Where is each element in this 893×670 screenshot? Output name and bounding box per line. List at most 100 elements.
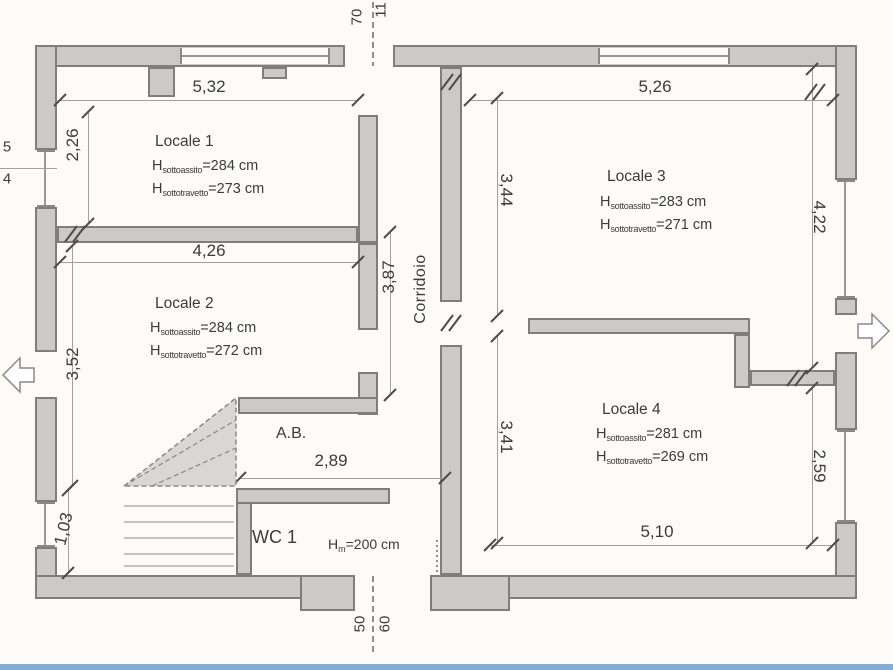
h-value: =284 cm (200, 320, 257, 336)
h-subscript: sottoassito (160, 327, 201, 337)
tick (61, 483, 75, 497)
wall-corridor-left-b (358, 243, 378, 330)
dim-locale3-corridor-height: 3,44 (497, 173, 516, 207)
room-height-sottotravetto-locale2: Hsottotravetto=272 cm (150, 343, 262, 360)
dim-line-locale3-width (470, 100, 833, 101)
dim-locale3-right-height: 4,22 (810, 200, 829, 234)
dim-locale4-right-height: 2,59 (810, 449, 829, 483)
room-height-sottotravetto-locale3: Hsottotravetto=271 cm (600, 217, 712, 234)
h-value: =284 cm (202, 158, 259, 174)
break-mark (786, 369, 800, 387)
dim-line-locale3-corridor (497, 98, 498, 316)
h-symbol: H (596, 426, 607, 442)
stairs-hatch (151, 447, 237, 487)
dim-line-locale2-width (60, 262, 358, 263)
h-subscript: sottoassito (162, 165, 203, 175)
wall-locale3-locale4-stub (734, 334, 750, 388)
dim-line-locale1-height (88, 112, 89, 224)
h-value: =269 cm (652, 449, 709, 465)
dimension-ticks (53, 62, 840, 580)
dim-locale2-height: 3,52 (63, 347, 82, 381)
window-top-left (180, 48, 330, 64)
tick (490, 329, 504, 343)
stairs-hatch (123, 419, 237, 487)
room-height-sottoassito-locale2: Hsottoassito=284 cm (150, 320, 256, 337)
break-mark (440, 314, 454, 332)
break-mark (72, 225, 86, 243)
scan-edge-line (0, 664, 893, 670)
dim-line-left-edge (0, 168, 57, 169)
room-height-sottoassito-locale4: Hsottoassito=281 cm (596, 426, 702, 443)
wall-pier-locale1 (148, 67, 175, 97)
break-mark (448, 314, 462, 332)
wall-right-1 (835, 45, 857, 180)
room-label-locale3: Locale 3 (607, 168, 666, 185)
window-left-upper (37, 150, 55, 207)
dim-locale4-corridor-height: 3,41 (497, 420, 516, 454)
tick (383, 388, 397, 402)
wall-corridor-right-b (440, 345, 462, 575)
tick (805, 381, 819, 395)
wall-bottom-deep-left (300, 575, 355, 611)
h-value: =271 cm (656, 217, 713, 233)
tick (805, 361, 819, 375)
tick (490, 309, 504, 323)
window-right-lower (837, 430, 855, 522)
tick (383, 225, 397, 239)
h-symbol: H (152, 181, 163, 197)
wall-ab-wc (236, 488, 390, 504)
stairs-flight-triangle (121, 396, 237, 487)
wall-right-3 (835, 352, 857, 430)
tick (53, 93, 67, 107)
break-mark (794, 369, 808, 387)
dim-line-locale3-right (812, 69, 813, 368)
dim-locale2-width: 4,26 (192, 241, 226, 260)
dim-line-locale1-width (60, 100, 358, 101)
room-label-locale1: Locale 1 (155, 133, 214, 150)
tick (463, 93, 477, 107)
break-mark (448, 73, 462, 91)
dim-top-wall-a: 70 (348, 8, 366, 26)
h-value: =200 cm (345, 536, 400, 552)
room-label-ab: A.B. (276, 425, 307, 442)
wall-locale3-locale4-a (528, 318, 750, 334)
h-value: =283 cm (650, 194, 707, 210)
h-subscript: sottoassito (606, 433, 647, 443)
stair-treads (124, 505, 234, 567)
dim-locale3-width: 5,26 (638, 77, 672, 96)
wall-break-marks (64, 73, 826, 387)
wc-height: Hm=200 cm (328, 536, 400, 554)
dim-bottom-wall-b: 60 (376, 615, 394, 633)
dim-locale4-width: 5,10 (640, 522, 674, 541)
break-mark (64, 225, 78, 243)
dim-line-locale2-height (72, 246, 73, 486)
h-subscript: sottoassito (610, 201, 651, 211)
tick (490, 91, 504, 105)
room-label-wc1: WC 1 (252, 527, 297, 547)
tick (351, 255, 365, 269)
h-symbol: H (152, 158, 163, 174)
room-height-sottoassito-locale3: Hsottoassito=283 cm (600, 194, 706, 211)
dim-line-locale4-corridor (497, 336, 498, 543)
h-symbol: H (150, 343, 161, 359)
dim-ab-width: 2,89 (314, 451, 348, 470)
break-mark (440, 73, 454, 91)
wall-corridor-left-a (358, 115, 378, 243)
room-label-corridoio: Corridoio (412, 254, 429, 324)
dim-line-corridor-length (390, 232, 391, 395)
tick (61, 566, 75, 580)
dim-line-ab-width (240, 478, 445, 479)
tick (805, 536, 819, 550)
h-value: =272 cm (206, 343, 263, 359)
dim-bottom-wall-a: 50 (351, 615, 369, 633)
dim-line-locale4-width (490, 545, 833, 546)
h-symbol: H (150, 320, 161, 336)
dim-line-locale4-right (812, 388, 813, 543)
h-symbol: H (600, 194, 611, 210)
tick (805, 62, 819, 76)
room-height-sottotravetto-locale4: Hsottotravetto=269 cm (596, 449, 708, 466)
break-mark (804, 83, 818, 101)
break-mark (812, 83, 826, 101)
dim-locale1-height: 2,26 (63, 128, 82, 162)
